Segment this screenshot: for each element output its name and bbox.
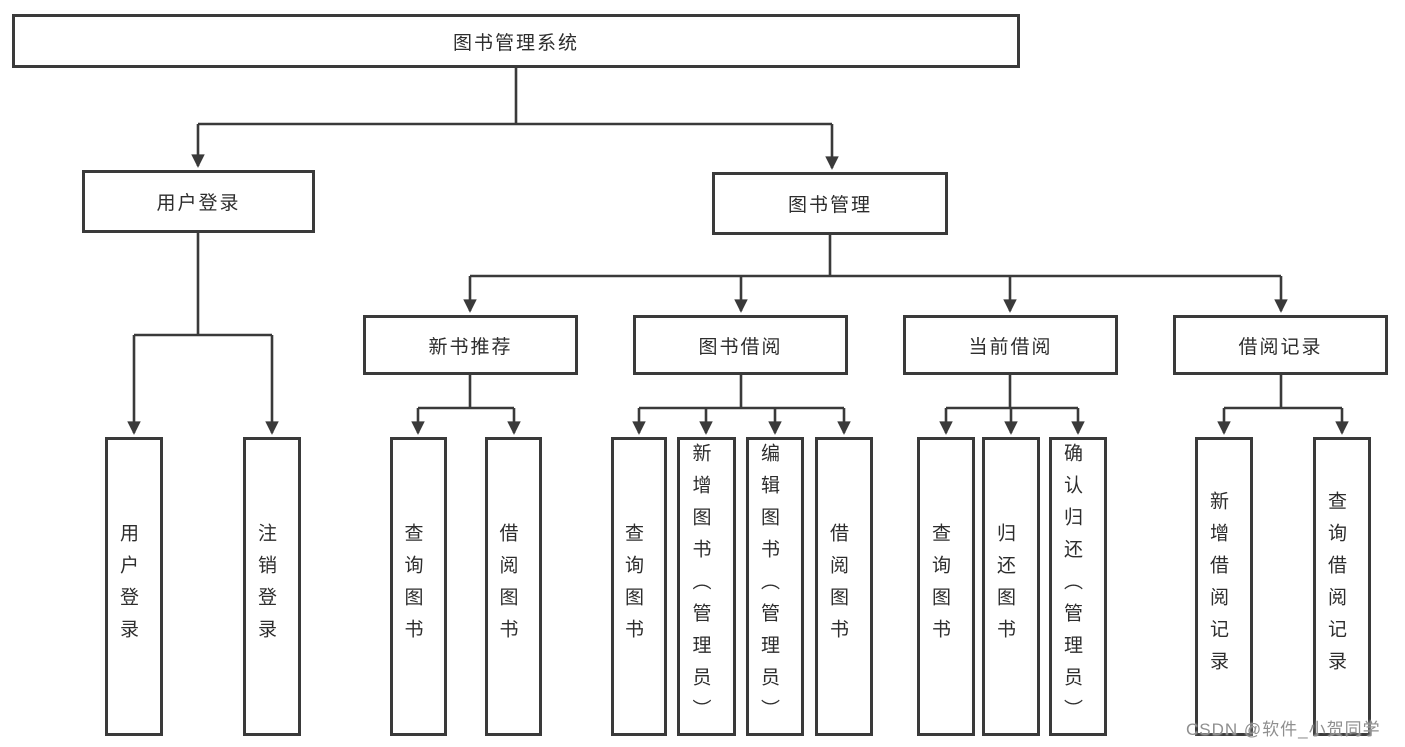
leaf-borrow-book-1: 借阅图书	[485, 437, 542, 736]
node-book-borrow: 图书借阅	[633, 315, 848, 375]
leaf-return-book: 归还图书	[982, 437, 1040, 736]
leaf-borrow-book-2: 借阅图书	[815, 437, 873, 736]
node-user-login: 用户登录	[82, 170, 315, 233]
leaf-query-book-2: 查询图书	[611, 437, 667, 736]
node-root-system: 图书管理系统	[12, 14, 1020, 68]
node-current-borrow: 当前借阅	[903, 315, 1118, 375]
leaf-query-book-3: 查询图书	[917, 437, 975, 736]
node-book-management: 图书管理	[712, 172, 948, 235]
leaf-query-borrow-record: 查询借阅记录	[1313, 437, 1371, 736]
node-new-book-recommend: 新书推荐	[363, 315, 578, 375]
leaf-query-book-1: 查询图书	[390, 437, 447, 736]
watermark: CSDN @软件_小贺同学	[1186, 720, 1381, 739]
leaf-edit-book-admin: 编辑图书（管理员）	[746, 437, 804, 736]
leaf-logout: 注销登录	[243, 437, 301, 736]
leaf-add-borrow-record: 新增借阅记录	[1195, 437, 1253, 736]
leaf-add-book-admin: 新增图书（管理员）	[677, 437, 736, 736]
node-borrow-record: 借阅记录	[1173, 315, 1388, 375]
leaf-user-login: 用户登录	[105, 437, 163, 736]
leaf-confirm-return-admin: 确认归还（管理员）	[1049, 437, 1107, 736]
